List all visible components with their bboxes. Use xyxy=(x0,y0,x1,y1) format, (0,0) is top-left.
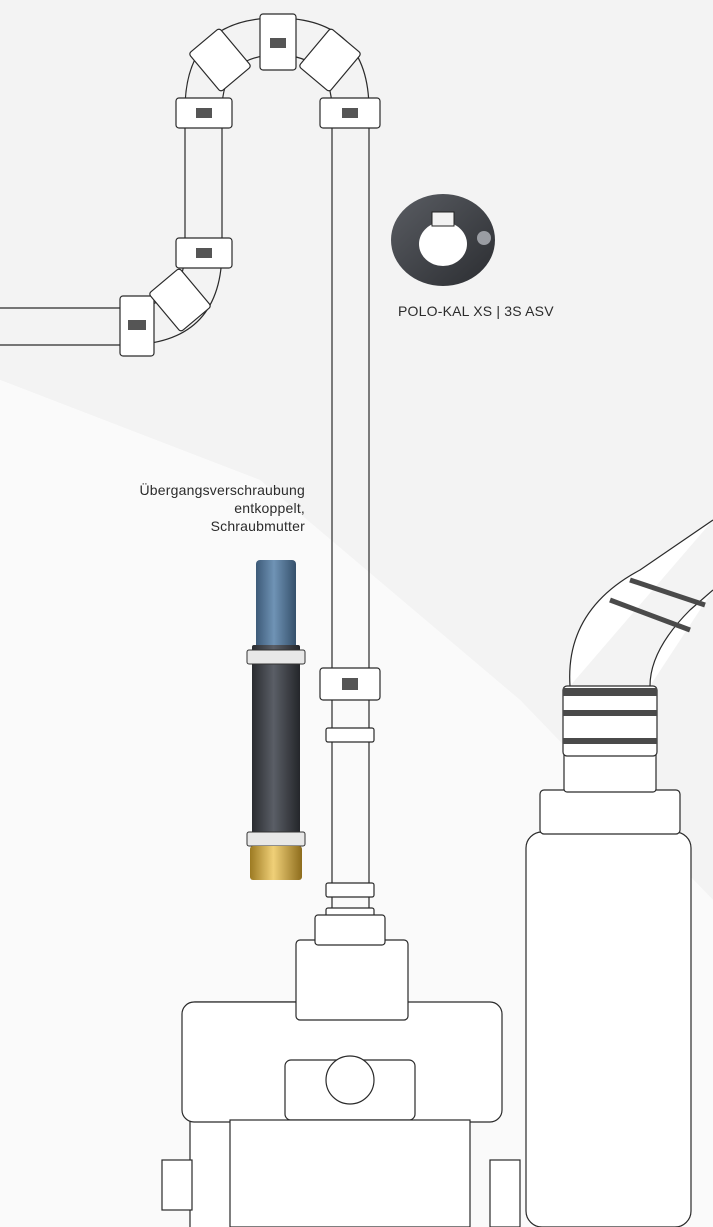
fitting-label-line-2: entkoppelt, xyxy=(234,500,305,516)
polo-kal-clamp xyxy=(391,194,495,286)
right-tank-bands xyxy=(563,577,706,744)
fitting-label-line-1: Übergangsverschraubung xyxy=(139,482,305,498)
fitting-label: Übergangsverschraubung entkoppelt, Schra… xyxy=(65,481,305,535)
coupling-details xyxy=(128,38,358,690)
transition-fitting xyxy=(246,560,306,880)
background-shade xyxy=(0,0,713,900)
clamp-label: POLO-KAL XS | 3S ASV xyxy=(398,303,554,319)
fitting-label-line-3: Schraubmutter xyxy=(210,518,305,534)
lifting-station xyxy=(161,914,521,1227)
